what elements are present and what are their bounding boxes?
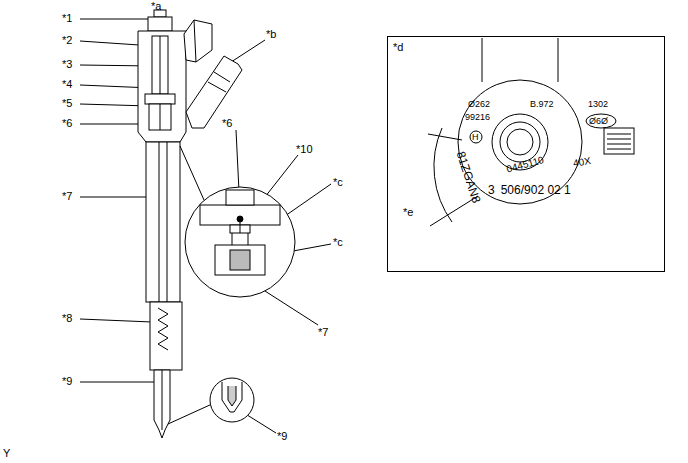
spring — [158, 308, 168, 350]
return-connector — [186, 56, 242, 128]
callout-number: *8 — [62, 312, 72, 325]
callout-number: *6 — [222, 117, 232, 130]
engraved-code: H — [472, 131, 479, 144]
inset-illustration — [428, 38, 634, 226]
callout-number: *e — [403, 206, 413, 219]
engraved-code: B.972 — [530, 98, 554, 111]
nut — [148, 17, 172, 31]
callout-number: *2 — [62, 34, 72, 47]
callout-number: *c — [333, 176, 343, 189]
callout-number: *3 — [62, 58, 72, 71]
callout-number: *9 — [277, 430, 287, 443]
engraved-code: 3 — [488, 184, 495, 197]
engraved-code: 1302 — [588, 98, 608, 111]
leader-lines — [80, 15, 331, 433]
engraved-code: 506/902 02 1 — [501, 184, 571, 197]
callout-number: *4 — [62, 78, 72, 91]
inset-label: *d — [388, 38, 408, 57]
nozzle-nut — [150, 302, 182, 370]
callout-number: Y — [3, 447, 10, 460]
electrical-connector — [184, 20, 212, 62]
callout-number: *1 — [62, 12, 72, 25]
engraved-code: Ø262 — [468, 98, 490, 111]
nozzle-body — [146, 142, 180, 302]
magnified-tip — [210, 378, 254, 422]
callout-number: *a — [151, 0, 161, 13]
upper-housing — [138, 31, 186, 142]
solenoid — [152, 36, 168, 94]
callout-number: *6 — [62, 117, 72, 130]
callout-number: *c — [333, 236, 343, 249]
engraved-code: 40X — [572, 154, 592, 170]
engraved-code: 99216 — [465, 111, 490, 124]
nozzle-tip — [154, 370, 170, 438]
callout-number: *9 — [62, 375, 72, 388]
callout-number: *5 — [62, 97, 72, 110]
callout-number: *7 — [318, 326, 328, 339]
magnified-view — [185, 187, 295, 297]
callout-number: *7 — [62, 190, 72, 203]
callout-number: *10 — [296, 143, 313, 156]
engraved-code: Ø6Ø — [589, 115, 608, 128]
callout-number: *b — [266, 28, 276, 41]
inset-box: *d — [387, 36, 665, 272]
